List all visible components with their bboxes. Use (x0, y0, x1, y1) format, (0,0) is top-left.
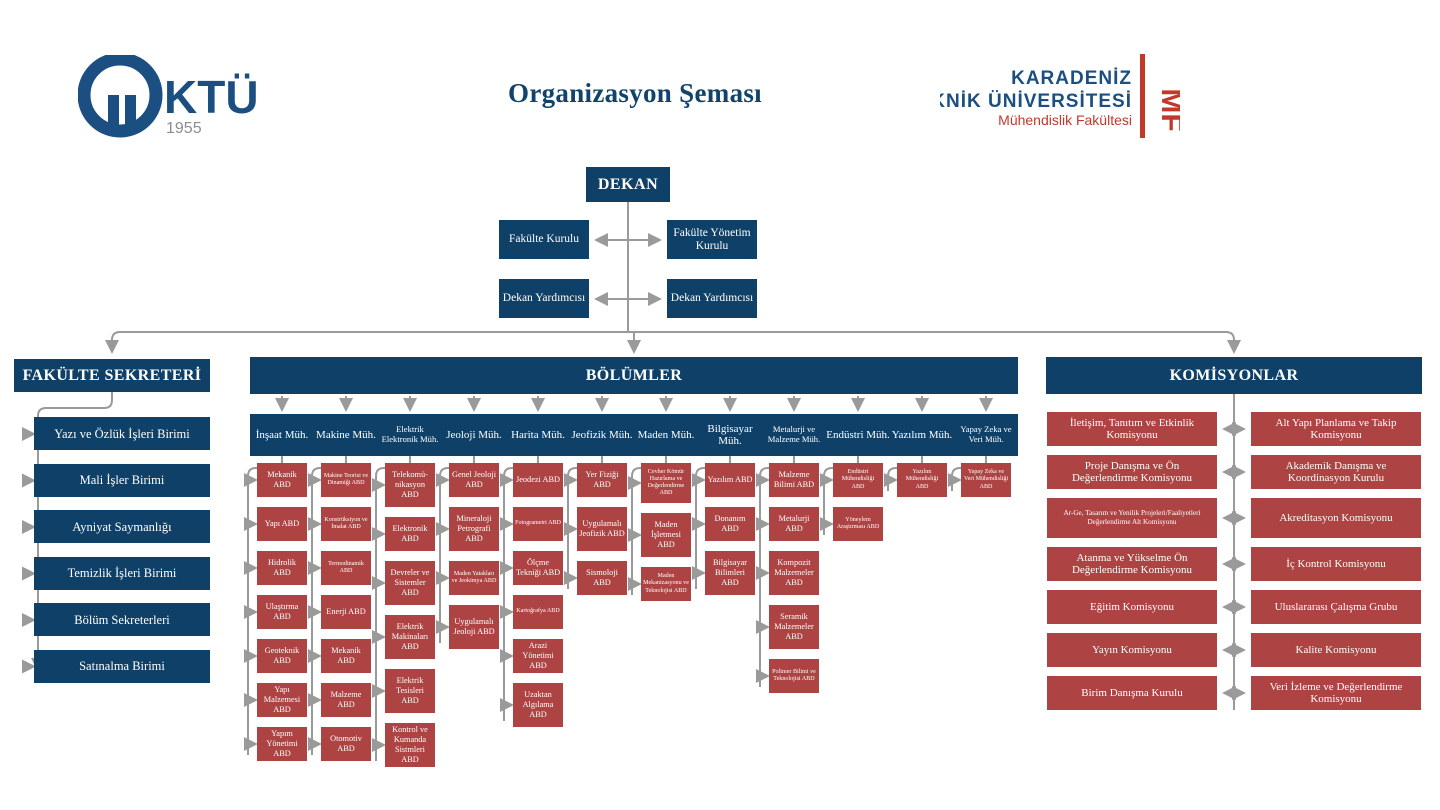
abd-9-1[interactable]: Malzeme Bilimi ABD (769, 463, 819, 497)
abd-1-1[interactable]: Mekanik ABD (257, 463, 307, 497)
abd-1-3[interactable]: Hidrolik ABD (257, 551, 307, 585)
commission-left-2[interactable]: Proje Danışma ve Ön Değerlendirme Komisy… (1047, 455, 1217, 489)
abd-3-2[interactable]: Elektronik ABD (385, 517, 435, 551)
abd-1-4[interactable]: Ulaştırma ABD (257, 595, 307, 629)
abd-7-3[interactable]: Maden Mekanizasyonu ve Teknolojisi ABD (641, 567, 691, 601)
svg-text:KARADENİZ: KARADENİZ (1011, 68, 1132, 89)
abd-9-4[interactable]: Seramik Malzemeler ABD (769, 605, 819, 649)
abd-5-3[interactable]: Ölçme Tekniği ABD (513, 551, 563, 585)
node-dekan-yardimcisi-2[interactable]: Dekan Yardımcısı (667, 279, 757, 318)
abd-6-3[interactable]: Sismoloji ABD (577, 561, 627, 595)
ktu-muhendislik-fakultesi-logo: KARADENİZ TEKNİK ÜNİVERSİTESİ Mühendisli… (905, 52, 1188, 144)
abd-7-1[interactable]: Cevher Kömür Hazırlama ve Değerlendirme … (641, 463, 691, 503)
dept-head-1[interactable]: İnşaat Müh. (250, 414, 314, 456)
abd-7-2[interactable]: Maden İşletmesi ABD (641, 513, 691, 557)
commission-right-6[interactable]: Kalite Komisyonu (1251, 633, 1421, 667)
abd-5-5[interactable]: Arazi Yönetimi ABD (513, 639, 563, 673)
dept-head-10[interactable]: Endüstri Müh. (826, 414, 890, 456)
abd-3-4[interactable]: Elektrik Makinaları ABD (385, 615, 435, 659)
commission-left-7[interactable]: Birim Danışma Kurulu (1047, 676, 1217, 710)
node-dekan[interactable]: DEKAN (586, 167, 670, 202)
abd-4-1[interactable]: Genel Jeoloji ABD (449, 463, 499, 497)
dept-head-8[interactable]: Bilgisayar Müh. (698, 414, 762, 456)
dept-head-2[interactable]: Makine Müh. (314, 414, 378, 456)
abd-2-7[interactable]: Otomotiv ABD (321, 727, 371, 761)
abd-9-5[interactable]: Polimer Bilimi ve Teknolojisi ABD (769, 659, 819, 693)
node-fakulte-yonetim-kurulu[interactable]: Fakülte Yönetim Kurulu (667, 220, 757, 259)
commission-right-7[interactable]: Veri İzleme ve Değerlendirme Komisyonu (1251, 676, 1421, 710)
abd-10-1[interactable]: Endüstri Mühendisliği ABD (833, 463, 883, 497)
abd-3-6[interactable]: Kontrol ve Kumanda Sistmleri ABD (385, 723, 435, 767)
abd-8-1[interactable]: Yazılım ABD (705, 463, 755, 497)
abd-11-1[interactable]: Yazılım Mühendisliği ABD (897, 463, 947, 497)
abd-5-6[interactable]: Uzaktan Algılama ABD (513, 683, 563, 727)
section-header-fakulte-sekreteri[interactable]: FAKÜLTE SEKRETERİ (14, 359, 210, 392)
dept-head-11[interactable]: Yazılım Müh. (890, 414, 954, 456)
abd-9-3[interactable]: Kompozit Malzemeler ABD (769, 551, 819, 595)
abd-5-4[interactable]: Kartoğrafya ABD (513, 595, 563, 629)
dept-head-7[interactable]: Maden Müh. (634, 414, 698, 456)
node-dekan-yardimcisi-1[interactable]: Dekan Yardımcısı (499, 279, 589, 318)
abd-2-3[interactable]: Termodinamik ABD (321, 551, 371, 585)
abd-4-4[interactable]: Uygulamalı Jeoloji ABD (449, 605, 499, 649)
svg-text:MF: MF (1155, 88, 1180, 131)
dept-head-3[interactable]: Elektrik Elektronik Müh. (378, 414, 442, 456)
dept-head-9[interactable]: Metalurji ve Malzeme Müh. (762, 414, 826, 456)
commission-right-1[interactable]: Alt Yapı Planlama ve Takip Komisyonu (1251, 412, 1421, 446)
dept-head-6[interactable]: Jeofizik Müh. (570, 414, 634, 456)
abd-5-2[interactable]: Fotogrametri ABD (513, 507, 563, 541)
commission-left-1[interactable]: İletişim, Tanıtım ve Etkinlik Komisyonu (1047, 412, 1217, 446)
abd-6-2[interactable]: Uygulamalı Jeofizik ABD (577, 507, 627, 551)
fs-unit-5[interactable]: Bölüm Sekreterleri (34, 603, 210, 636)
commission-right-3[interactable]: Akreditasyon Komisyonu (1251, 498, 1421, 538)
abd-1-2[interactable]: Yapı ABD (257, 507, 307, 541)
abd-3-1[interactable]: Telekomü-nikasyon ABD (385, 463, 435, 507)
abd-2-4[interactable]: Enerji ABD (321, 595, 371, 629)
abd-10-2[interactable]: Yöneylem Araştırması ABD (833, 507, 883, 541)
section-header-bolumler[interactable]: BÖLÜMLER (250, 357, 1018, 394)
abd-6-1[interactable]: Yer Fiziği ABD (577, 463, 627, 497)
node-fakulte-kurulu[interactable]: Fakülte Kurulu (499, 220, 589, 259)
abd-1-7[interactable]: Yapım Yönetimi ABD (257, 727, 307, 761)
abd-4-2[interactable]: Mineraloji Petrografi ABD (449, 507, 499, 551)
commission-right-5[interactable]: Uluslararası Çalışma Grubu (1251, 590, 1421, 624)
svg-text:TEKNİK ÜNİVERSİTESİ: TEKNİK ÜNİVERSİTESİ (940, 91, 1132, 112)
dept-head-5[interactable]: Harita Müh. (506, 414, 570, 456)
fs-unit-1[interactable]: Yazı ve Özlük İşleri Birimi (34, 417, 210, 450)
svg-text:KTÜ: KTÜ (164, 71, 259, 123)
dept-head-4[interactable]: Jeoloji Müh. (442, 414, 506, 456)
abd-12-1[interactable]: Yapay Zeka ve Veri Mühendisliği ABD (961, 463, 1011, 497)
page-title: Organizasyon Şeması (508, 78, 762, 108)
fs-unit-3[interactable]: Ayniyat Saymanlığı (34, 510, 210, 543)
section-header-komisyonlar[interactable]: KOMİSYONLAR (1046, 357, 1422, 394)
dept-head-12[interactable]: Yapay Zeka ve Veri Müh. (954, 414, 1018, 456)
fs-unit-2[interactable]: Mali İşler Birimi (34, 463, 210, 497)
fs-unit-4[interactable]: Temizlik İşleri Birimi (34, 556, 210, 590)
abd-5-1[interactable]: Jeodezi ABD (513, 463, 563, 497)
abd-8-2[interactable]: Donanım ABD (705, 507, 755, 541)
abd-8-3[interactable]: Bilgisayar Bilimleri ABD (705, 551, 755, 595)
abd-2-5[interactable]: Mekanik ABD (321, 639, 371, 673)
abd-3-3[interactable]: Devreler ve Sistemler ABD (385, 561, 435, 605)
abd-2-1[interactable]: Makine Teorisi ve Dinamiği ABD (321, 463, 371, 497)
abd-4-3[interactable]: Maden Yatakları ve Jeokimya ABD (449, 561, 499, 595)
svg-text:1955: 1955 (166, 120, 202, 137)
abd-3-5[interactable]: Elektrik Tesisleri ABD (385, 669, 435, 713)
commission-left-3[interactable]: Ar-Ge, Tasarım ve Yenilik Projeleri/Faal… (1047, 498, 1217, 538)
fs-unit-6[interactable]: Satınalma Birimi (34, 649, 210, 683)
abd-9-2[interactable]: Metalurji ABD (769, 507, 819, 541)
commission-left-4[interactable]: Atanma ve Yükselme Ön Değerlendirme Komi… (1047, 547, 1217, 581)
svg-text:Mühendislik Fakültesi: Mühendislik Fakültesi (998, 112, 1132, 128)
abd-2-2[interactable]: Konstrüksiyon ve İmalat ABD (321, 507, 371, 541)
commission-left-5[interactable]: Eğitim Komisyonu (1047, 590, 1217, 624)
commission-right-4[interactable]: İç Kontrol Komisyonu (1251, 547, 1421, 581)
abd-1-6[interactable]: Yapı Malzemesi ABD (257, 683, 307, 717)
abd-2-6[interactable]: Malzeme ABD (321, 683, 371, 717)
commission-left-6[interactable]: Yayın Komisyonu (1047, 633, 1217, 667)
abd-1-5[interactable]: Geoteknik ABD (257, 639, 307, 673)
commission-right-2[interactable]: Akademik Danışma ve Koordinasyon Kurulu (1251, 455, 1421, 489)
ktu-logo: KTÜ 1955 (78, 55, 263, 140)
